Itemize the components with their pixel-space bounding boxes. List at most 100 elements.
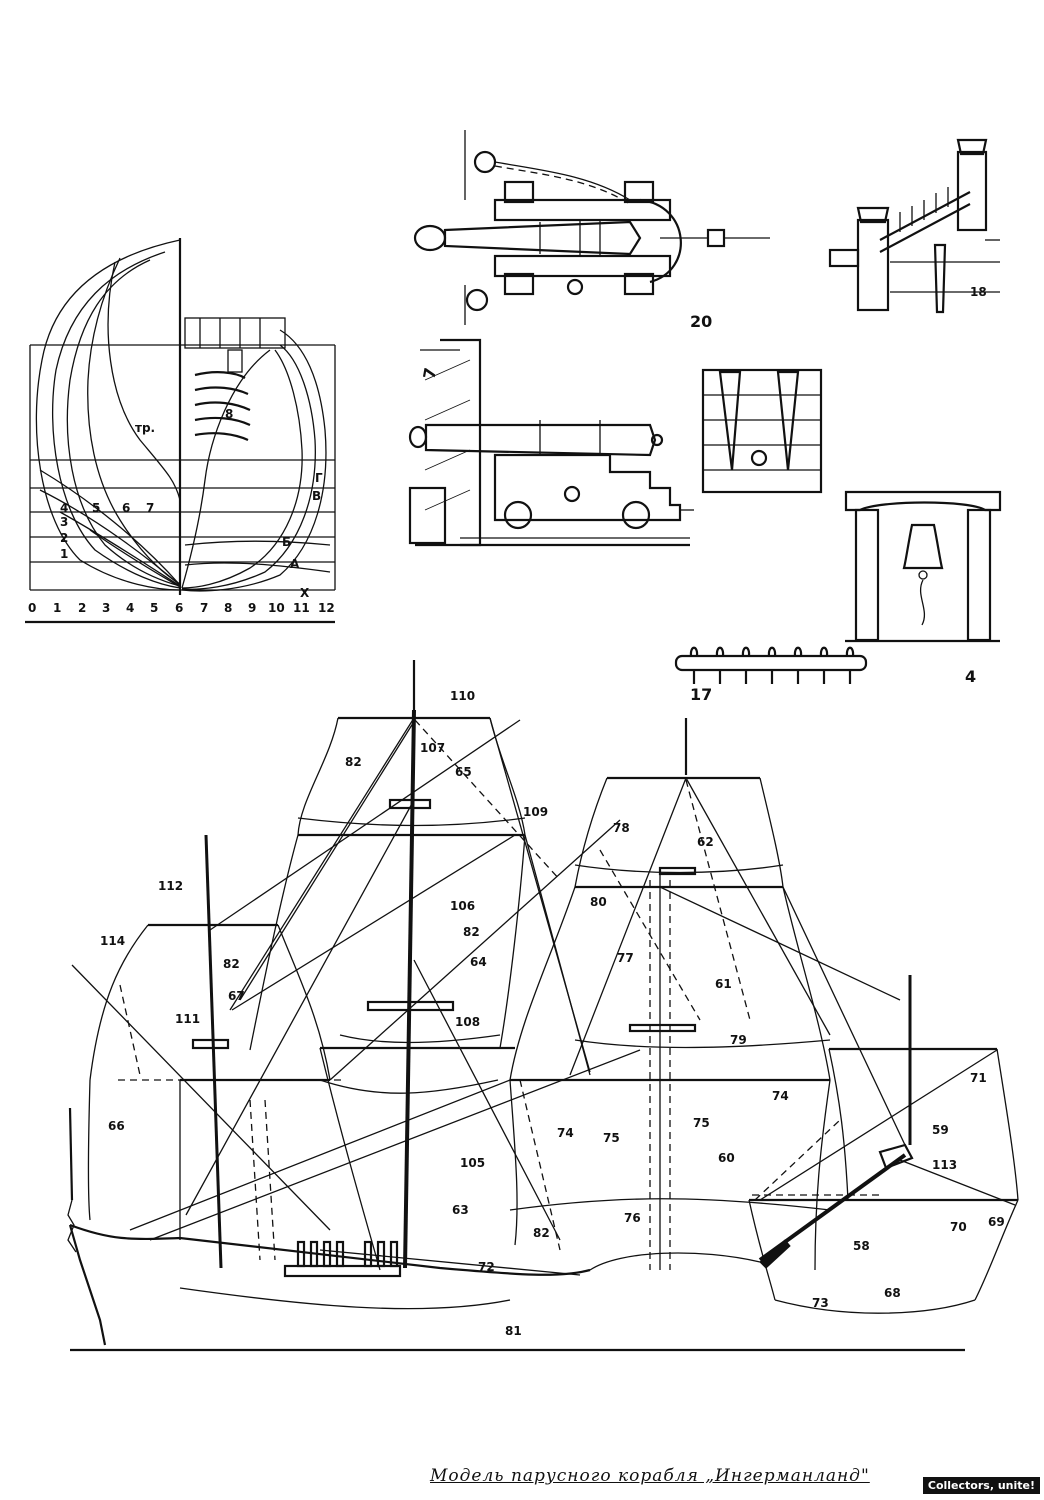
scale-tick-8: 8 [224,601,232,615]
rigging-number-label: 74 [557,1126,574,1140]
rigging-number-label: 106 [450,899,475,913]
body-plan-labels: тр. 1 2 3 4 5 6 7 8 Г В Б А Х [60,407,323,600]
rigging-number-label: 75 [693,1116,710,1130]
rigging-number-label: 114 [100,934,125,948]
rigging-number-label: 82 [223,957,240,971]
rigging-number-label: 108 [455,1015,480,1029]
rigging-number-label: 65 [455,765,472,779]
rigging-labels: 110 107 82 65 109 78 62 112 106 80 114 82 82 64 77 61 67… [100,689,1005,1338]
body-plan-label-1: 1 [60,547,68,561]
deck-gun [376,1240,386,1268]
scale-tick-2: 2 [78,601,86,615]
deck-gun [389,1240,399,1268]
rigging-number-label: 105 [460,1156,485,1170]
body-plan-label-2: 2 [60,531,68,545]
rigging-number-label: 112 [158,879,183,893]
deck-gun [296,1240,306,1268]
scale-tick-5: 5 [150,601,158,615]
rigging-number-label: 82 [345,755,362,769]
rigging-number-label: 60 [718,1151,735,1165]
belaying-pin [741,646,751,684]
detail-label-cannon-top: 20 [690,312,712,331]
deck-gun [322,1240,332,1268]
detail-label-cleat-rail: 18 [970,285,987,299]
scale-tick-11: 11 [293,601,310,615]
rigging-number-label: 76 [624,1211,641,1225]
body-plan-label-5: 5 [92,501,100,515]
rigging-number-label: 75 [603,1131,620,1145]
rigging-number-label: 73 [812,1296,829,1310]
rigging-number-label: 61 [715,977,732,991]
cannon-top-view [413,130,770,325]
deck-gun [309,1240,319,1268]
detail-label-side-cannon: 7 [419,366,440,380]
body-plan-label-8: 8 [225,407,233,421]
rigging-number-label: 109 [523,805,548,819]
drawing-caption: Модель парусного корабля „Ингерманланд" [430,1466,870,1486]
rigging-number-label: 71 [970,1071,987,1085]
deck-gun [363,1240,373,1268]
body-plan-label-v: В [312,489,321,503]
rigging-number-label: 110 [450,689,475,703]
body-plan-label-b: Б [282,535,291,549]
belaying-pin [715,646,725,684]
detail-label-bell: 4 [965,667,976,686]
scale-tick-4: 4 [126,601,134,615]
belaying-pin [793,646,803,684]
rigging-number-label: 77 [617,951,634,965]
body-plan-label-6: 6 [122,501,130,515]
detail-label-pin-rail: 17 [690,685,712,704]
rigging-number-label: 74 [772,1089,789,1103]
body-plan-label-a: А [290,557,300,571]
scale-tick-7: 7 [200,601,208,615]
rigging-number-label: 107 [420,741,445,755]
watermark: Collectors, unite! [922,1477,1040,1494]
deck-fitting-detail [701,368,823,494]
scale-tick-0: 0 [28,601,36,615]
body-plan-label-3: 3 [60,515,68,529]
belaying-pin [845,646,855,684]
rigging-number-label: 72 [478,1260,495,1274]
pin-rail-detail [674,646,868,684]
rigging-number-label: 79 [730,1033,747,1047]
body-plan-label-x: Х [300,586,310,600]
rigging-number-label: 62 [697,835,714,849]
belaying-pin [767,646,777,684]
rigging-number-label: 69 [988,1215,1005,1229]
cleat-rail-detail [828,138,1000,314]
scale-tick-9: 9 [248,601,256,615]
scale-tick-3: 3 [102,601,110,615]
body-plan [25,238,336,624]
body-plan-label-4: 4 [60,501,68,515]
body-plan-scale: 0 1 2 3 4 5 6 7 8 9 10 11 12 [28,601,335,615]
cannon-side-view [408,338,694,547]
scale-tick-1: 1 [53,601,61,615]
rigging-number-label: 70 [950,1220,967,1234]
rigging-number-label: 63 [452,1203,469,1217]
rigging-number-label: 82 [463,925,480,939]
ship-bell-detail [844,490,1002,643]
belaying-pin [819,646,829,684]
rigging-number-label: 81 [505,1324,522,1338]
scale-tick-10: 10 [268,601,285,615]
rigging-number-label: 80 [590,895,607,909]
scale-tick-6: 6 [175,601,183,615]
body-plan-label-g: Г [315,471,323,485]
rigging-number-label: 68 [884,1286,901,1300]
body-plan-label-tr: тр. [135,421,155,435]
rigging-number-label: 82 [533,1226,550,1240]
body-plan-label-7: 7 [146,501,154,515]
rigging-number-label: 111 [175,1012,200,1026]
rigging-number-label: 58 [853,1239,870,1253]
deck-gun [335,1240,345,1268]
rigging-number-label: 78 [613,821,630,835]
rigging-number-label: 66 [108,1119,125,1133]
belaying-pin [689,646,699,684]
rigging-number-label: 64 [470,955,487,969]
scale-tick-12: 12 [318,601,335,615]
rigging-number-label: 113 [932,1158,957,1172]
sail-plan [67,660,1019,1352]
rigging-number-label: 59 [932,1123,949,1137]
rigging-number-label: 67 [228,989,245,1003]
